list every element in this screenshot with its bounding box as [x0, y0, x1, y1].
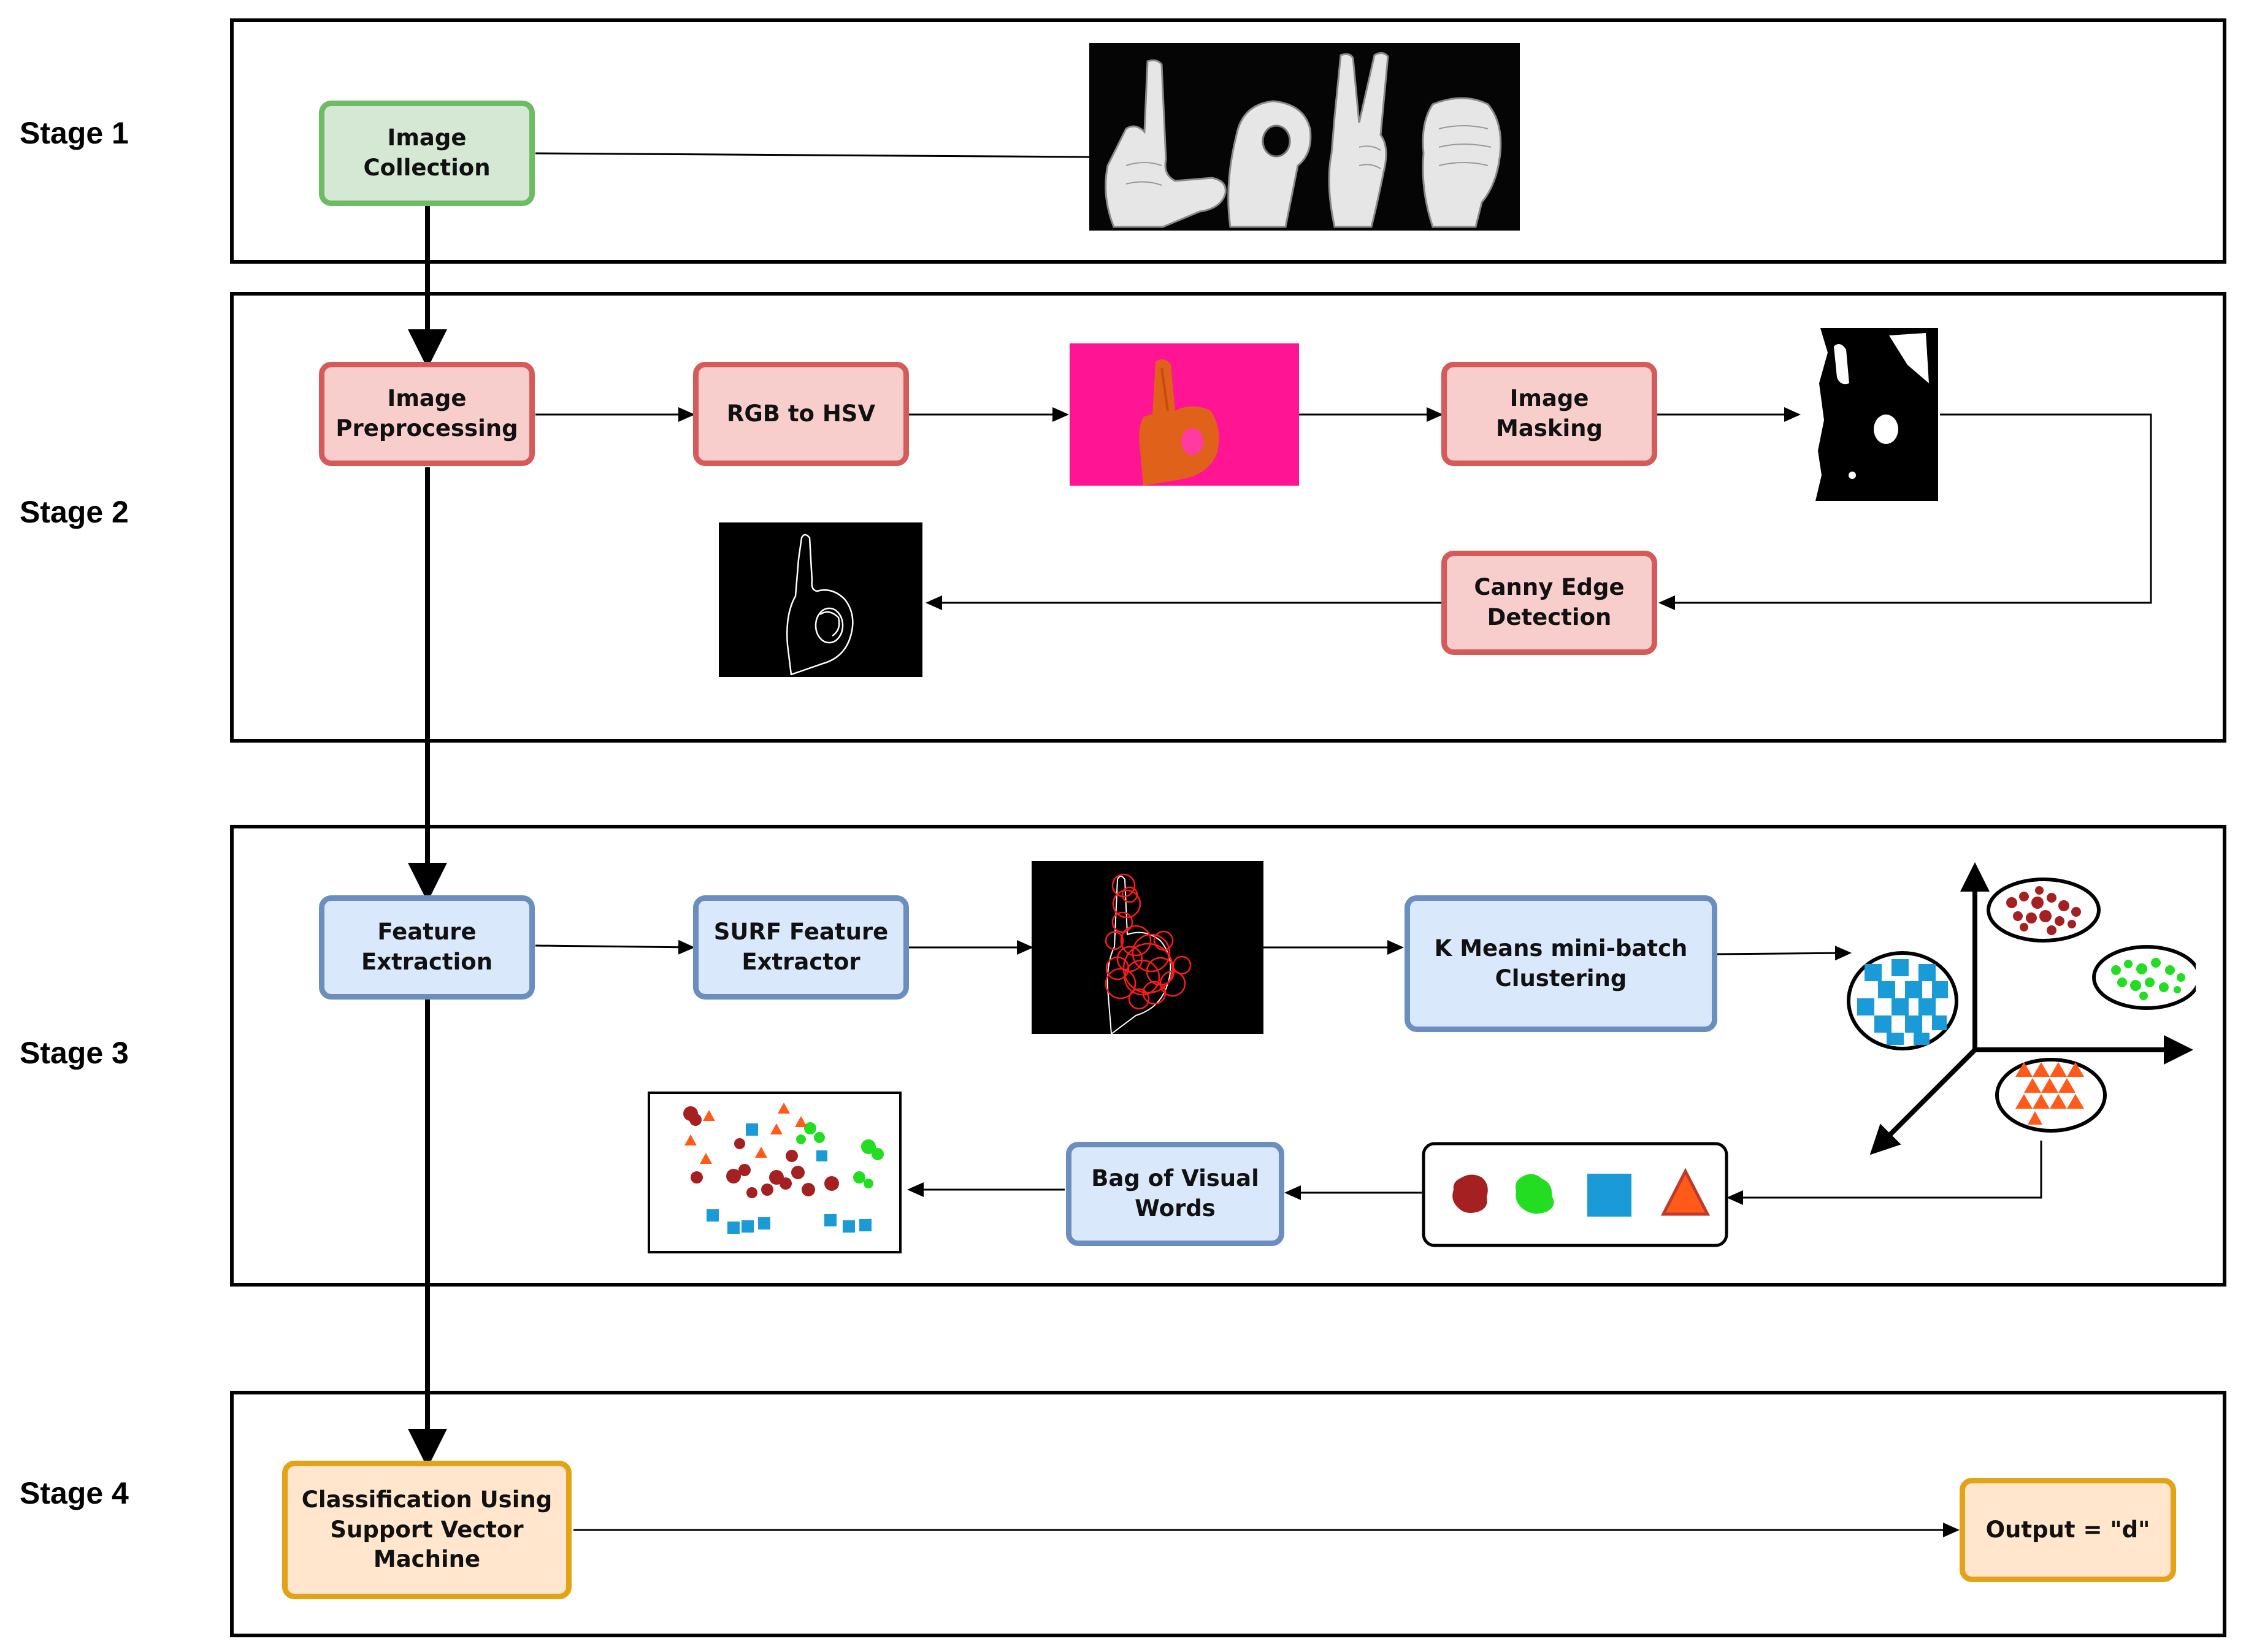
feature-extraction-node[interactable]: Feature Extraction [319, 895, 535, 1000]
z-axis [1869, 1048, 1977, 1155]
rgb-to-hsv-node[interactable]: RGB to HSV [693, 362, 909, 466]
arrow-kmeans-to-clusters [1715, 946, 1852, 961]
word-red-blob [1452, 1174, 1488, 1213]
canny-edge-detection-node[interactable]: Canny Edge Detection [1441, 551, 1657, 655]
stage-1-label: Stage 1 [20, 116, 129, 150]
image-masking-node[interactable]: Image Masking [1441, 362, 1657, 466]
svm-classification-node[interactable]: Classification Using Support Vector Mach… [282, 1461, 572, 1599]
output-node[interactable]: Output = "d" [1960, 1478, 2176, 1582]
visual-words-box[interactable] [1422, 1142, 1728, 1247]
bovw-histogram-image [648, 1092, 902, 1253]
arrow-mask-to-canny [1658, 413, 2152, 610]
surf-keypoints-image [1032, 861, 1263, 1034]
kmeans-clustering-node[interactable]: K Means mini-batch Clustering [1405, 895, 1717, 1032]
line-collection-to-photo [535, 152, 1090, 158]
word-orange-triangle [1660, 1168, 1711, 1216]
arrow-feature-to-surf [535, 939, 695, 955]
bag-of-visual-words-node[interactable]: Bag of Visual Words [1066, 1142, 1284, 1246]
clusters-3d-plot [1847, 862, 2196, 1155]
binary-mask-image [1815, 328, 1938, 501]
canny-edges-image [719, 522, 922, 677]
arrow-clusters-to-words [1727, 1141, 2042, 1205]
image-preprocessing-node[interactable]: Image Preprocessing [319, 362, 535, 466]
stage-4-label: Stage 4 [20, 1476, 129, 1510]
hsv-hand-image [1070, 343, 1299, 486]
word-green-blob [1516, 1174, 1554, 1214]
word-blue-square [1587, 1174, 1631, 1217]
image-collection-node[interactable]: Image Collection [319, 101, 535, 206]
stage-3-label: Stage 3 [20, 1036, 129, 1070]
stage-2-label: Stage 2 [20, 495, 129, 529]
surf-feature-extractor-node[interactable]: SURF Feature Extractor [693, 895, 909, 1000]
hand-gestures-photo [1089, 43, 1520, 231]
